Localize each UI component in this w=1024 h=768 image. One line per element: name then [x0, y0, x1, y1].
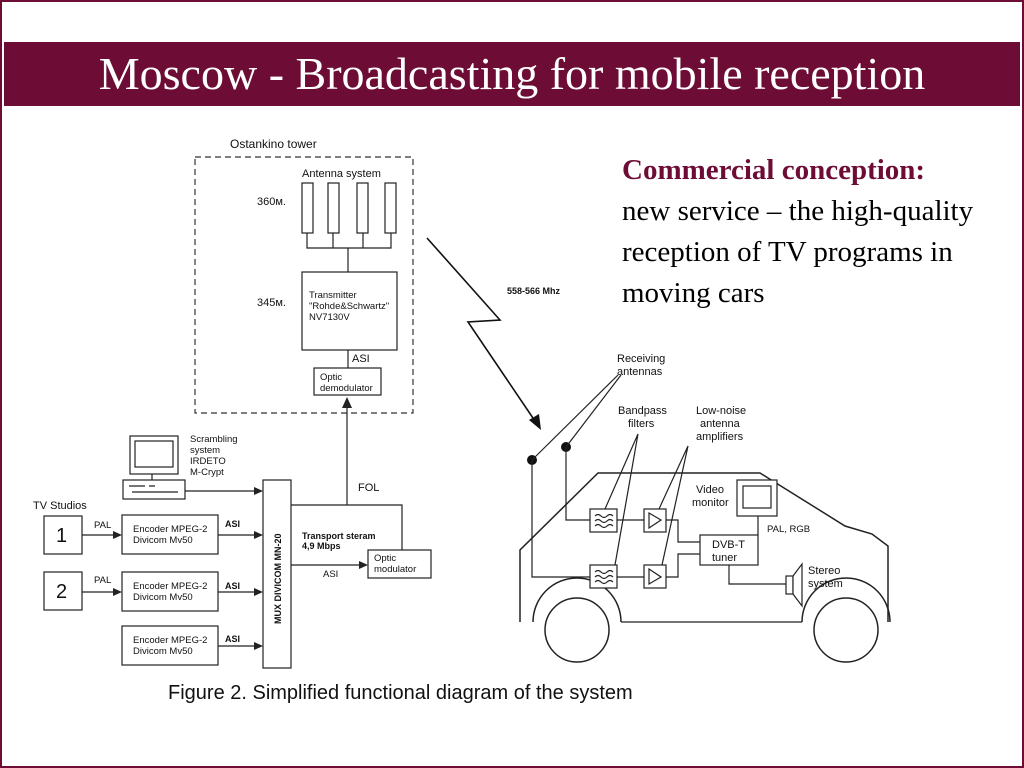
fol-label: FOL	[358, 482, 379, 494]
pal-label-1: PAL	[94, 520, 111, 531]
pal-label-2: PAL	[94, 575, 111, 586]
frequency-label: 558-566 Mhz	[507, 286, 561, 296]
lna-label-3: amplifiers	[696, 431, 744, 443]
encoder-3-label-2: Divicom Mv50	[133, 646, 193, 657]
optic-modulator-label-1: Optic	[374, 553, 396, 564]
encoder-1-label-1: Encoder MPEG-2	[133, 524, 207, 535]
transmitter-label-2: "Rohde&Schwartz"	[309, 301, 389, 312]
transport-label-2: 4,9 Mbps	[302, 541, 341, 551]
lna-label-2: antenna	[700, 418, 741, 430]
scrambling-label-2: system	[190, 445, 220, 456]
video-monitor-icon	[736, 479, 778, 517]
transmitter-box	[301, 271, 398, 351]
pal-rgb-label: PAL, RGB	[767, 524, 810, 535]
figure-caption: Figure 2. Simplified functional diagram …	[168, 682, 633, 704]
car-outline	[519, 472, 891, 663]
title-bar: Moscow - Broadcasting for mobile recepti…	[4, 42, 1020, 106]
note-body: new service – the high-quality reception…	[622, 195, 974, 309]
broadcast-signal-arrow	[426, 237, 538, 425]
speaker-icon	[785, 562, 803, 608]
commercial-note: Commercial conception: new service – the…	[622, 150, 1012, 314]
asi-label-2: ASI	[225, 581, 240, 591]
tower-boundary	[194, 156, 414, 414]
transmitter-label-3: NV7130V	[309, 312, 350, 323]
amplifier-2-icon	[643, 564, 667, 589]
scrambling-computer-icon	[122, 435, 186, 500]
video-monitor-label-1: Video	[696, 484, 724, 496]
antenna-system-label: Antenna system	[302, 168, 381, 180]
lna-label-1: Low-noise	[696, 405, 746, 417]
receiving-label-1: Receiving	[617, 353, 665, 365]
receiving-label-2: antennas	[617, 366, 663, 378]
amplifier-1-icon	[643, 508, 667, 533]
asi-label-1: ASI	[225, 519, 240, 529]
slide-title: Moscow - Broadcasting for mobile recepti…	[98, 48, 926, 99]
transmitter-height-label: 345м.	[257, 297, 286, 309]
studio-1-number: 1	[56, 525, 67, 547]
video-monitor-label-2: monitor	[692, 497, 729, 509]
optic-modulator-label-2: modulator	[374, 564, 416, 575]
studio-2-number: 2	[56, 581, 67, 603]
scrambling-label-4: M-Crypt	[190, 467, 224, 478]
tuner-label-1: DVB-T	[712, 539, 745, 551]
bandpass-label-1: Bandpass	[618, 405, 667, 417]
dvb-t-tuner-box	[699, 534, 759, 566]
optic-demodulator-label-1: Optic	[320, 372, 342, 383]
bandpass-label-2: filters	[628, 418, 655, 430]
tuner-label-2: tuner	[712, 552, 737, 564]
scrambling-label-1: Scrambling	[190, 434, 238, 445]
asi-label-4: ASI	[323, 569, 338, 580]
encoder-2-label-1: Encoder MPEG-2	[133, 581, 207, 592]
mux-box	[262, 479, 292, 669]
asi-label-3: ASI	[225, 634, 240, 644]
scrambling-label-3: IRDETO	[190, 456, 226, 467]
stereo-label-2: system	[808, 578, 843, 590]
transmitter-label-1: Transmitter	[309, 290, 357, 301]
stereo-label-1: Stereo	[808, 565, 840, 577]
optic-demodulator-label-2: demodulator	[320, 383, 373, 394]
tower-label: Ostankino tower	[230, 137, 317, 151]
tv-studios-label: TV Studios	[33, 500, 87, 512]
encoder-2-label-2: Divicom Mv50	[133, 592, 193, 603]
encoder-3-label-1: Encoder MPEG-2	[133, 635, 207, 646]
antenna-height-label: 360м.	[257, 196, 286, 208]
encoder-3-box	[121, 625, 219, 666]
studio-2-box	[43, 571, 83, 611]
encoder-1-label-2: Divicom Mv50	[133, 535, 193, 546]
optic-demodulator-box	[313, 367, 382, 396]
encoder-1-box	[121, 514, 219, 555]
tower-asi-label: ASI	[352, 353, 370, 365]
optic-modulator-box	[367, 549, 432, 579]
note-heading: Commercial conception:	[622, 154, 926, 186]
transport-label-1: Transport steram	[302, 531, 376, 541]
antenna-array	[301, 182, 397, 272]
mux-label: MUX DIVICOM MN-20	[273, 533, 283, 624]
